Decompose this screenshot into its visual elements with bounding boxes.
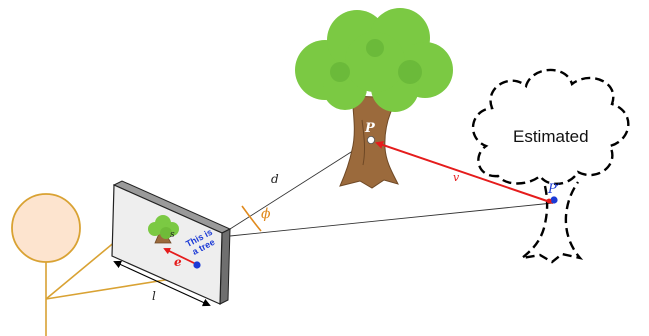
eye-circle bbox=[11, 193, 81, 263]
label-v: v bbox=[453, 171, 460, 184]
label-d: d bbox=[271, 172, 279, 186]
point-P-prime-red bbox=[546, 198, 552, 204]
screen-tree-icon bbox=[148, 215, 179, 244]
point-P-prime bbox=[550, 196, 558, 204]
label-P: P bbox=[364, 121, 376, 136]
point-P bbox=[366, 135, 375, 144]
screen-label-s: s bbox=[170, 230, 175, 240]
screen-label-e: e bbox=[174, 255, 182, 269]
line-screen-to-Pprime bbox=[229, 202, 554, 237]
real-tree-canopy bbox=[295, 8, 453, 112]
length-arrow-l bbox=[113, 260, 211, 307]
estimated-tree bbox=[471, 68, 630, 264]
label-l: l bbox=[152, 289, 156, 303]
label-phi: ϕ bbox=[261, 206, 271, 222]
estimated-tree-canopy bbox=[471, 68, 630, 185]
line-screen-to-P bbox=[229, 139, 371, 230]
estimated-tree-trunk bbox=[517, 181, 584, 264]
vector-v bbox=[375, 141, 554, 204]
label-P-prime: P′ bbox=[547, 182, 560, 197]
screen-point-blue bbox=[193, 261, 201, 269]
estimated-label: Estimated bbox=[513, 127, 589, 146]
angle-phi-arc bbox=[241, 205, 262, 232]
